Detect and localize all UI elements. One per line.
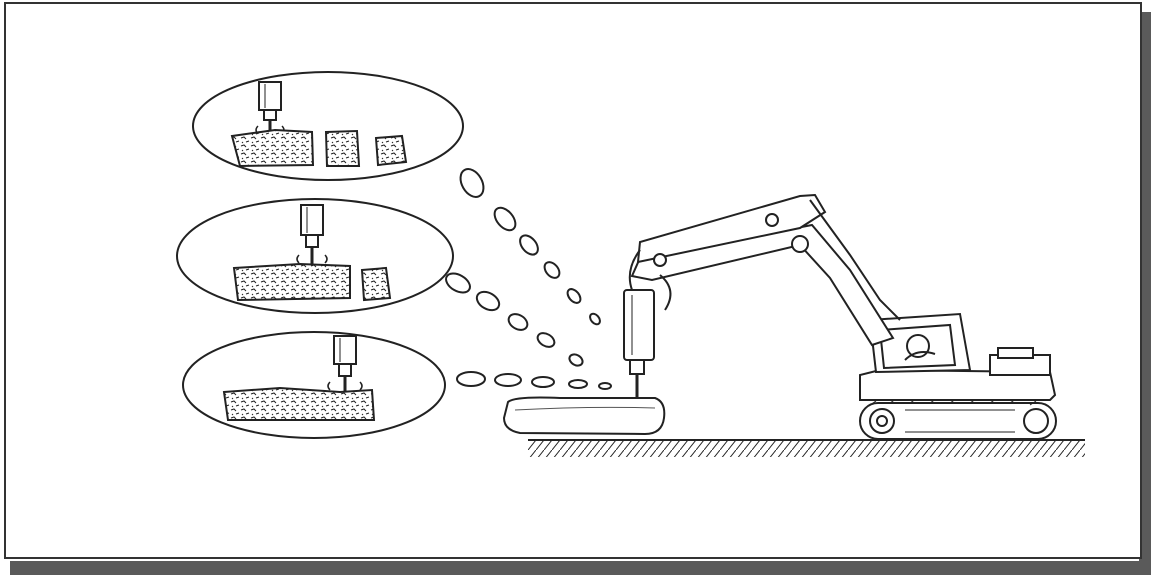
frame-shadow-right [1139,12,1151,575]
breaker-chisel-cracking-icon [296,204,328,266]
breaker-chisel-splitting-icon [327,335,363,396]
hydraulic-breaker [623,249,672,398]
inset-step-1 [192,71,464,181]
excavator-boom [630,193,901,347]
magnification-trail [445,168,612,390]
excavator-tracks [859,398,1057,440]
excavator-body [859,312,1057,401]
ground [528,439,1085,457]
frame-shadow [10,561,1151,575]
excavator [623,193,1057,440]
rock-slab [502,396,666,436]
inset-step-2 [176,198,454,314]
inset-step-3 [182,331,446,439]
